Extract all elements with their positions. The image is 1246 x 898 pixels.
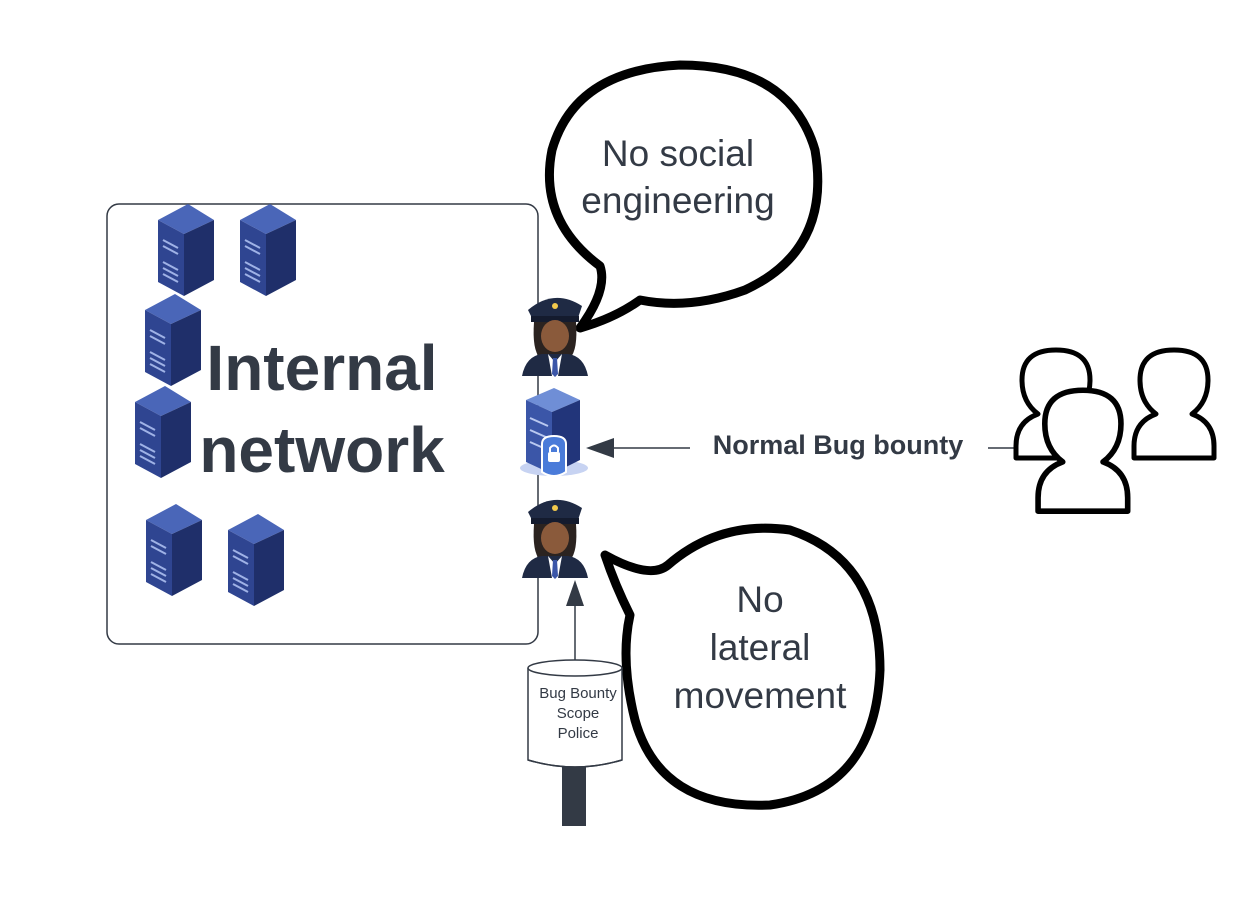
server-icon	[157, 203, 215, 297]
speech-bubble-bottom	[600, 523, 885, 810]
server-icon	[145, 503, 203, 597]
server-icon	[144, 293, 202, 387]
secure-server-icon	[520, 388, 588, 477]
bubble-bottom-line1: No	[736, 579, 783, 620]
server-icon	[239, 203, 297, 297]
bounty-arrow-head	[586, 438, 614, 458]
server-icon	[134, 385, 192, 479]
network-label-line1: Internal	[206, 332, 437, 404]
speech-bubble-top	[544, 60, 823, 333]
bubble-bottom-line2: lateral	[710, 627, 811, 668]
bubble-top-line2: engineering	[581, 180, 774, 221]
bounty-arrow-label: Normal Bug bounty	[713, 430, 964, 460]
bubble-bottom-line3: movement	[674, 675, 847, 716]
scope-arrow-head	[566, 580, 584, 606]
user-group-icon	[1016, 350, 1214, 511]
scope-police-line2: Scope	[557, 705, 600, 722]
database-icon	[527, 659, 623, 826]
scope-police-line1: Bug Bounty	[539, 685, 617, 702]
server-icon	[227, 513, 285, 607]
network-label-line2: network	[199, 414, 445, 486]
bubble-top-line1: No social	[602, 133, 754, 174]
scope-police-line3: Police	[558, 725, 599, 742]
